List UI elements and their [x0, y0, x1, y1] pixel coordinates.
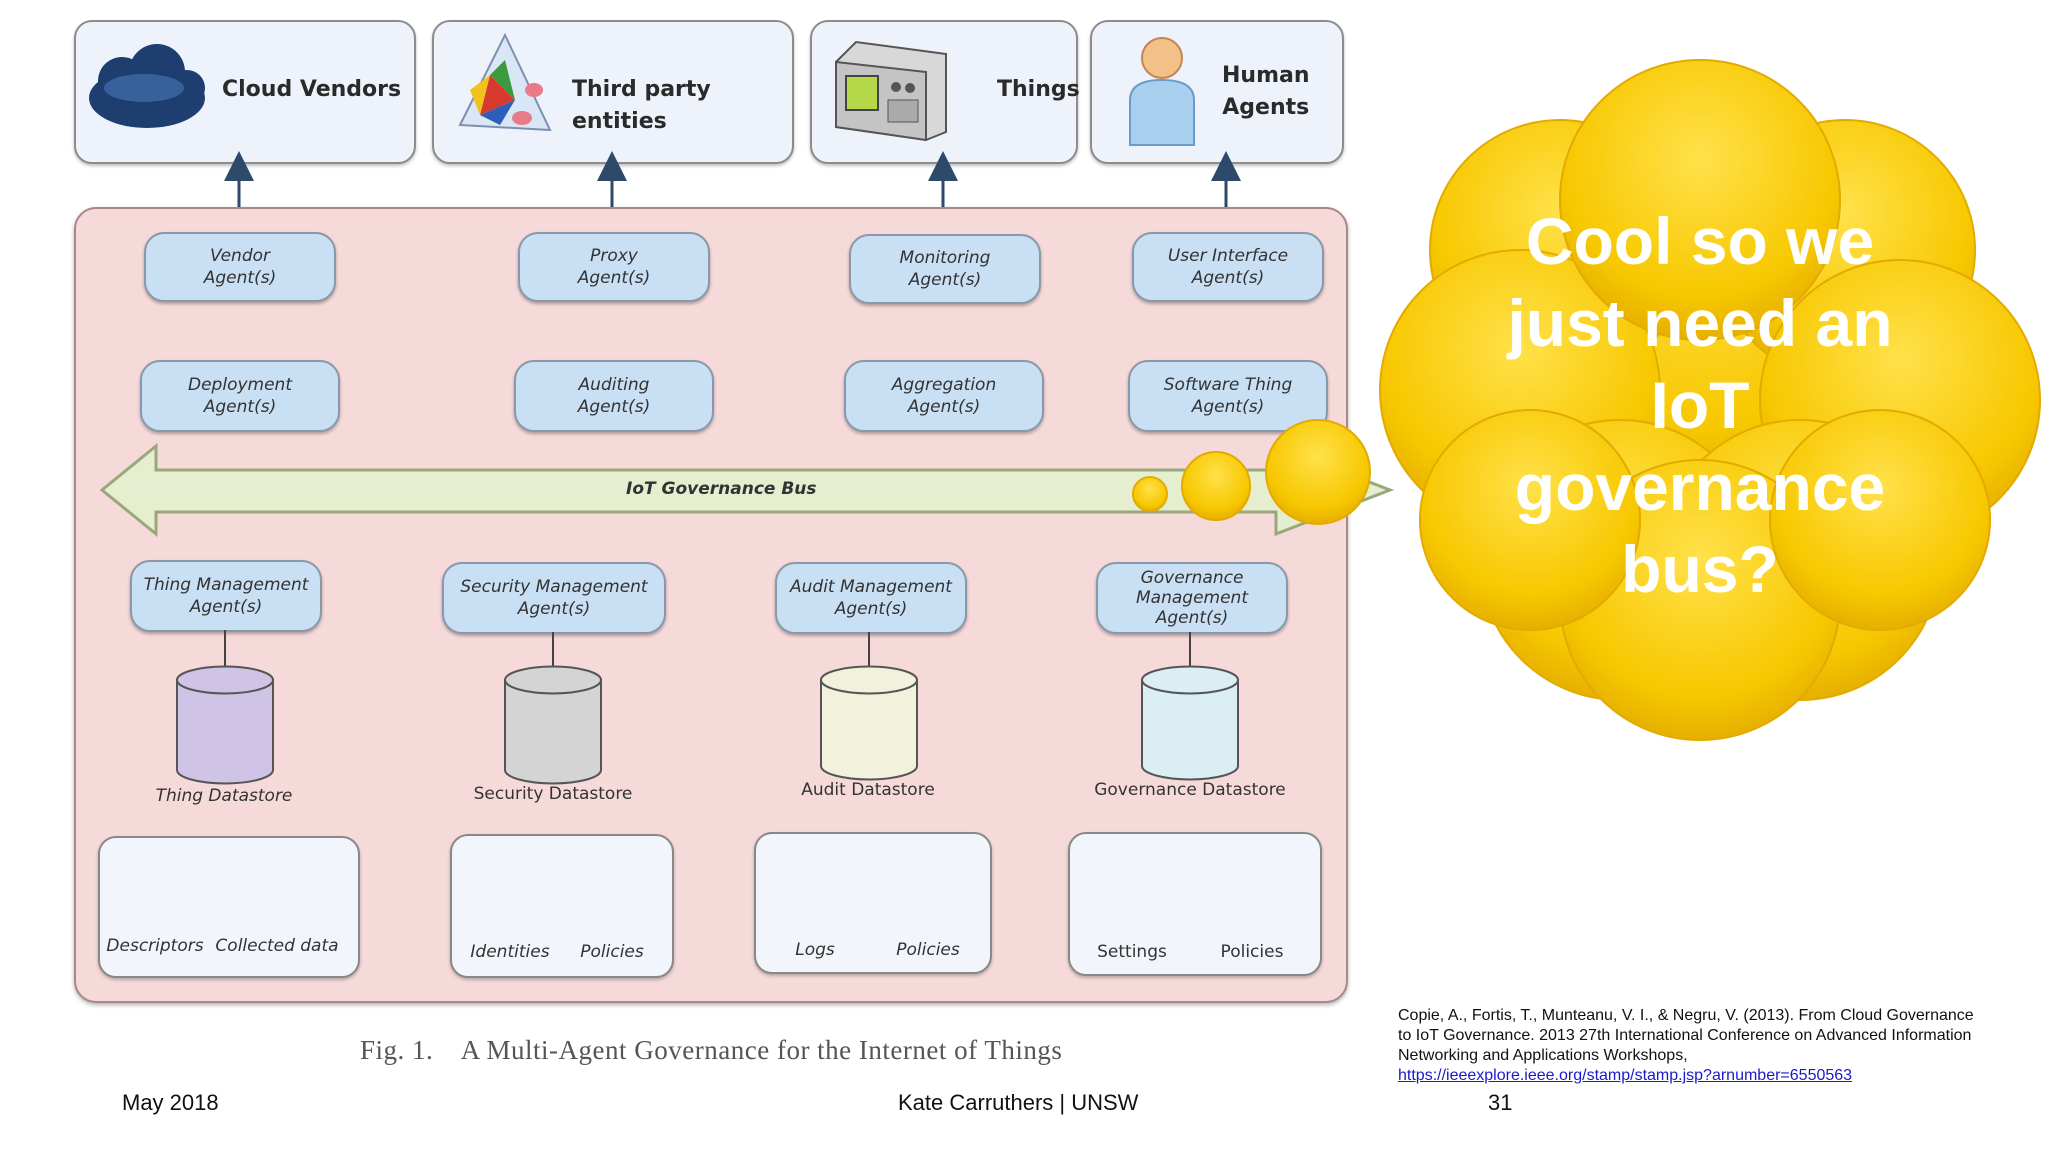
entity-label: Third party entities [572, 77, 711, 134]
footer-author: Kate Carruthers | UNSW [898, 1090, 1139, 1115]
entity-label: Cloud Vendors [222, 77, 402, 102]
group-item-label: Collected data [215, 936, 339, 956]
thing-management-agent: Thing Management Agent(s) [130, 560, 322, 632]
audit-group [754, 832, 992, 974]
entity-third-party: Third party entities [432, 20, 794, 164]
reference-citation: Copie, A., Fortis, T., Munteanu, V. I., … [1398, 1006, 1978, 1086]
entity-things: Things [810, 20, 1080, 164]
footer-date: May 2018 [122, 1090, 219, 1115]
cloud-icon [89, 44, 205, 128]
device-icon [835, 40, 947, 142]
group-item-label: Policies [896, 940, 960, 960]
governance-management-agent: Governance Management Agent(s) [1096, 562, 1288, 634]
entity-cloud-vendors: Cloud Vendors [74, 20, 416, 164]
figure-caption: Fig. 1. A Multi-Agent Governance for the… [360, 1035, 1063, 1065]
reference-link[interactable]: https://ieeexplore.ieee.org/stamp/stamp.… [1398, 1067, 1853, 1084]
software-thing-agent: Software Thing Agent(s) [1128, 360, 1328, 432]
vendor-agent: Vendor Agent(s) [144, 232, 336, 302]
thing-group [98, 836, 360, 978]
thought-bubble-text: Cool so we just need an IoT governance b… [1507, 204, 1893, 606]
audit-datastore-label: Audit Datastore [801, 780, 935, 800]
security-datastore-label: Security Datastore [473, 784, 633, 804]
entity-label: Things [997, 77, 1080, 102]
prism-icon [458, 32, 552, 132]
proxy-agent: Proxy Agent(s) [518, 232, 710, 302]
group-item-label: Identities [470, 942, 550, 962]
group-item-label: Policies [580, 942, 644, 962]
group-item-label: Policies [1220, 942, 1284, 962]
group-item-label: Settings [1097, 942, 1167, 962]
group-item-label: Descriptors [106, 936, 204, 956]
group-item-label: Logs [795, 940, 835, 960]
person-icon [1129, 37, 1195, 146]
security-management-agent: Security Management Agent(s) [442, 562, 666, 634]
user-interface-agent: User Interface Agent(s) [1132, 232, 1324, 302]
auditing-agent: Auditing Agent(s) [514, 360, 714, 432]
entity-human-agents: Human Agents [1090, 20, 1344, 164]
aggregation-agent: Aggregation Agent(s) [844, 360, 1044, 432]
deployment-agent: Deployment Agent(s) [140, 360, 340, 432]
entity-label: Human Agents [1222, 63, 1310, 120]
reference-text: Copie, A., Fortis, T., Munteanu, V. I., … [1398, 1007, 1974, 1064]
thing-datastore-label: Thing Datastore [155, 786, 293, 806]
bus-label: IoT Governance Bus [626, 479, 817, 499]
audit-management-agent: Audit Management Agent(s) [775, 562, 967, 634]
monitoring-agent: Monitoring Agent(s) [849, 234, 1041, 304]
footer-page-number: 31 [1488, 1090, 1513, 1115]
governance-datastore-label: Governance Datastore [1094, 780, 1286, 800]
governance-group [1068, 832, 1322, 976]
security-group [450, 834, 674, 978]
